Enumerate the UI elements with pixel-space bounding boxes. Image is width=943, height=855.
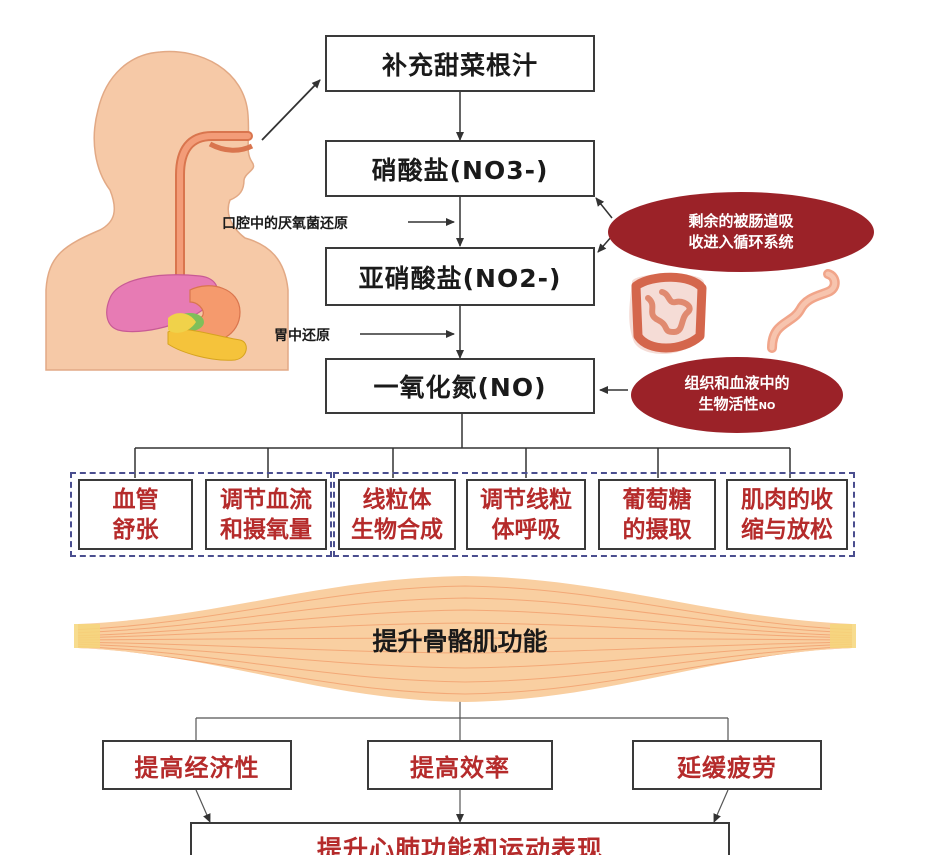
muscle-illustration	[74, 576, 856, 702]
outcome-efficiency-label: 提高效率	[410, 753, 510, 782]
effect-glucose-uptake-label: 葡萄糖 的摄取	[622, 486, 692, 543]
effect-bloodflow-oxygen: 调节血流 和摄氧量	[205, 479, 327, 550]
effect-mitochondrial-respiration: 调节线粒 体呼吸	[466, 479, 586, 550]
outcome-delay-fatigue: 延缓疲劳	[632, 740, 822, 790]
oval-tissue-no-line2-small: NO	[758, 401, 776, 412]
oval-tissue-no-line2: 生物活性NO	[699, 394, 776, 417]
step-nitrite: 亚硝酸盐(NO2-)	[325, 247, 595, 306]
step-beetroot-juice-label: 补充甜菜根汁	[381, 50, 538, 80]
intestine-illustration	[629, 269, 840, 354]
effects-group-left	[70, 472, 332, 557]
effect-muscle-contraction-label: 肌肉的收 缩与放松	[741, 486, 833, 543]
oval-tissue-no-text: 组织和血液中的 生物活性NO	[632, 356, 842, 434]
outcome-economy: 提高经济性	[102, 740, 292, 790]
oval-absorption-label: 剩余的被肠道吸 收进入循环系统	[688, 212, 794, 251]
effect-mitochondrial-biogenesis-label: 线粒体 生物合成	[351, 486, 443, 543]
oval-tissue-no-shape	[631, 357, 843, 433]
final-outcome-box: 提升心肺功能和运动表现	[190, 822, 730, 855]
muscle-label: 提升骨骼肌功能	[372, 627, 548, 656]
effect-glucose-uptake: 葡萄糖 的摄取	[598, 479, 716, 550]
pancreas-icon	[167, 328, 247, 361]
effect-mitochondrial-respiration-label: 调节线粒 体呼吸	[480, 486, 572, 543]
arrow-outcome3-final	[713, 789, 729, 823]
step-nitric-oxide-label: 一氧化氮(NO)	[373, 373, 547, 402]
effect-mitochondrial-biogenesis: 线粒体 生物合成	[338, 479, 456, 550]
note-oral-reduction: 口腔中的厌氧菌还原	[222, 216, 348, 232]
step-beetroot-juice: 补充甜菜根汁	[325, 35, 595, 92]
effect-muscle-contraction: 肌肉的收 缩与放松	[726, 479, 848, 550]
oval-absorption-text: 剩余的被肠道吸 收进入循环系统	[610, 190, 872, 274]
oval-absorption-shape	[608, 192, 874, 272]
outcome-delay-fatigue-label: 延缓疲劳	[677, 753, 777, 782]
step-nitrate-label: 硝酸盐(NO3-)	[371, 155, 549, 185]
oval-tissue-no-line2-main: 生物活性	[698, 395, 759, 413]
outcome-efficiency: 提高效率	[367, 740, 553, 790]
final-outcome-label: 提升心肺功能和运动表现	[316, 835, 603, 855]
human-digestive-illustration	[45, 50, 289, 371]
muscle-tendon-right	[830, 624, 856, 648]
arrow-mouth-to-juice	[261, 79, 321, 141]
arrow-oval-to-step3	[597, 235, 613, 253]
effect-vasodilation: 血管 舒张	[78, 479, 193, 550]
step-nitrite-label: 亚硝酸盐(NO2-)	[358, 263, 562, 293]
oval-tissue-no-line1: 组织和血液中的	[684, 374, 790, 392]
step-nitrate: 硝酸盐(NO3-)	[325, 140, 595, 197]
effect-vasodilation-label: 血管 舒张	[112, 486, 159, 543]
arrow-oval-to-step2	[595, 197, 613, 219]
effect-bloodflow-oxygen-label: 调节血流 和摄氧量	[220, 486, 312, 543]
note-stomach-reduction: 胃中还原	[274, 328, 330, 344]
effects-group-right	[333, 472, 855, 557]
muscle-tendon-left	[74, 624, 100, 648]
outcome-economy-label: 提高经济性	[134, 753, 260, 782]
step-nitric-oxide: 一氧化氮(NO)	[325, 358, 595, 414]
arrow-outcome1-final	[195, 789, 211, 823]
